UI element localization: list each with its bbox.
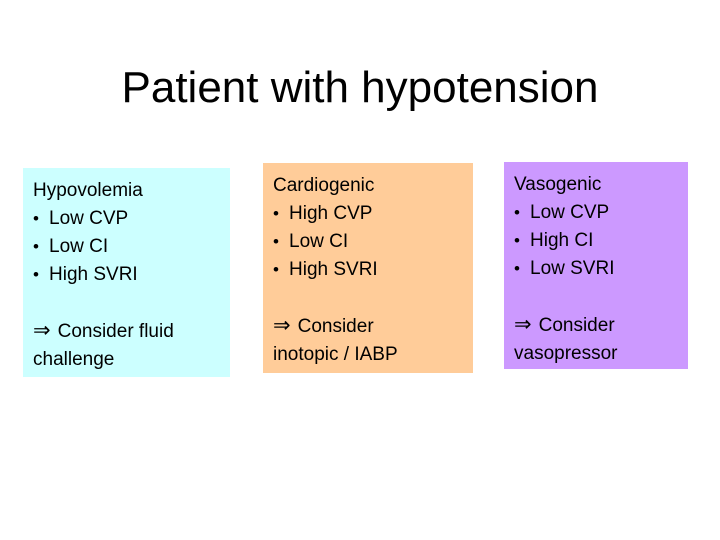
- action-line: Consider: [297, 316, 374, 337]
- diagnosis-box-vasogenic: Vasogenic • Low CVP • High CI • Low SVRI ⇒ C…: [504, 162, 688, 369]
- bullet-icon: •: [33, 265, 39, 284]
- bullet-item: • High SVRI: [33, 261, 220, 289]
- bullet-icon: •: [33, 237, 39, 256]
- diagnosis-box-hypovolemia: Hypovolemia •Low CVP •Low CI •High SVRI …: [23, 168, 230, 377]
- bullet-item: • Low CI: [33, 233, 220, 261]
- diagnosis-box-cardiogenic: Cardiogenic • High CVP • Low CI • High SVRI…: [263, 163, 473, 373]
- bullet-icon: •: [514, 259, 520, 278]
- action-line: challenge: [33, 349, 115, 370]
- bullet-item: • Low CVP: [514, 199, 678, 227]
- bullet-item: • High SVRI: [273, 256, 463, 284]
- action-line: vasopressor: [514, 343, 618, 364]
- bullet-icon: •: [273, 232, 279, 251]
- action-text: ⇒ Consider inotopic / IABP: [273, 312, 463, 369]
- bullet-text: High CI: [530, 230, 594, 251]
- bullet-icon: •: [514, 203, 520, 222]
- bullet-item: • Low CI: [273, 228, 463, 256]
- bullet-text: Low SVRI: [530, 258, 615, 279]
- action-text: ⇒ Consider fluid challenge: [33, 317, 220, 374]
- bullet-text: Low CVP: [530, 202, 610, 223]
- box-heading: Cardiogenic: [273, 175, 375, 196]
- action-line: Consider: [538, 315, 615, 336]
- box-heading: Vasogenic: [514, 174, 602, 195]
- bullet-icon: •: [273, 260, 279, 279]
- bullet-icon: •: [33, 209, 39, 228]
- action-line: Consider fluid: [57, 321, 174, 342]
- bullet-item: • High CVP: [273, 200, 463, 228]
- action-text: ⇒ Consider vasopressor: [514, 311, 678, 368]
- bullet-icon: •: [514, 231, 520, 250]
- implies-arrow-icon: ⇒: [514, 313, 532, 336]
- bullet-item: • Low CVP: [33, 205, 220, 233]
- bullet-text: Low CI: [289, 231, 349, 252]
- bullet-item: • High CI: [514, 227, 678, 255]
- bullet-text: Low CI: [49, 236, 109, 257]
- action-line: inotopic / IABP: [273, 344, 398, 365]
- bullet-text: Low CVP: [49, 208, 129, 229]
- bullet-text: High SVRI: [49, 264, 138, 285]
- bullet-text: High CVP: [289, 203, 373, 224]
- slide-title: Patient with hypotension: [121, 63, 599, 112]
- box-heading: Hypovolemia: [33, 180, 143, 201]
- implies-arrow-icon: ⇒: [273, 314, 291, 337]
- bullet-item: • Low SVRI: [514, 255, 678, 283]
- bullet-icon: •: [273, 204, 279, 223]
- bullet-text: High SVRI: [289, 259, 378, 280]
- implies-arrow-icon: ⇒: [33, 319, 51, 342]
